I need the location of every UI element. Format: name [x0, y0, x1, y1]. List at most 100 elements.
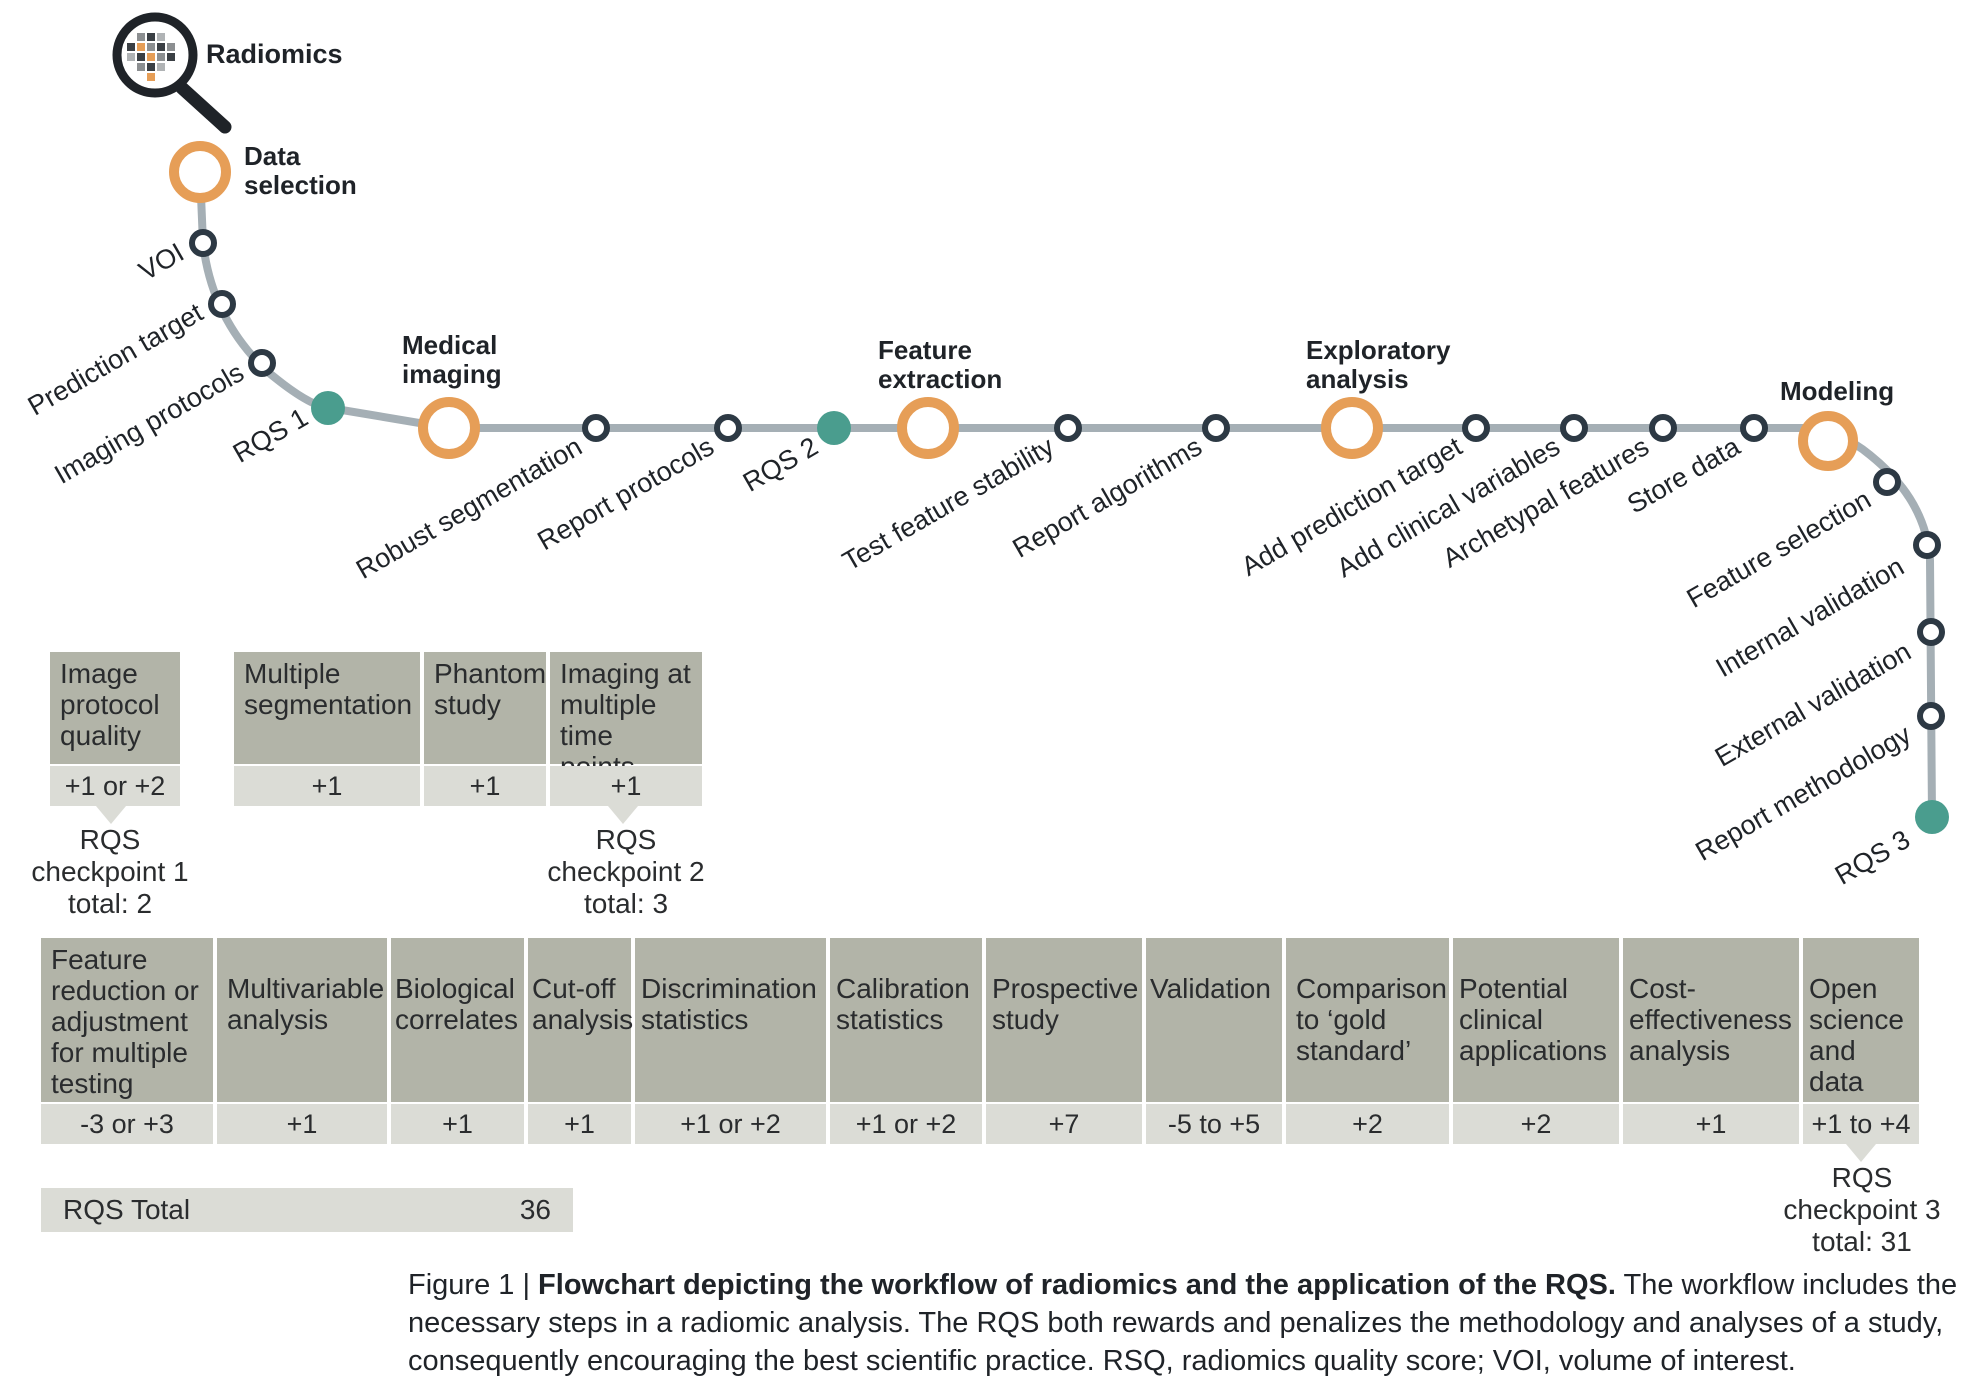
cp2-label-line: checkpoint 2 — [547, 856, 705, 887]
cp3-criterion-line: study — [992, 1004, 1059, 1035]
cp2-total-label: RQS checkpoint 2 total: 3 — [526, 824, 726, 920]
caption-prefix: Figure 1 — [408, 1269, 515, 1301]
report-protocols-dot — [714, 414, 742, 442]
cp3-criterion-line: testing — [51, 1068, 134, 1099]
cp3-criterion-line: analysis — [532, 1004, 634, 1035]
prediction-target-dot — [208, 290, 236, 318]
cp3-criterion-box: Feature reduction or adjustment for mult… — [41, 938, 213, 1102]
cp3-criterion-line: science — [1809, 1004, 1904, 1035]
cp3-criterion-box: Potential clinical applications — [1453, 938, 1619, 1102]
cp3-score-cell: +1 — [217, 1104, 387, 1144]
cp3-label-line: RQS — [1831, 1162, 1893, 1193]
rqs-total-label: RQS Total — [63, 1194, 191, 1225]
cp3-criterion-line: reduction or — [51, 975, 199, 1006]
cp1-criterion-box: Image protocol quality — [50, 652, 180, 764]
cp3-criterion-box: Multivariable analysis — [217, 938, 387, 1102]
radiomics-magnifier-icon — [112, 12, 232, 134]
cp1-criterion-line: quality — [60, 720, 141, 751]
stage-node-medical-imaging — [418, 397, 480, 459]
cp3-criterion-line: clinical — [1459, 1004, 1544, 1035]
cp2-criterion-box: Imaging at multiple time points — [550, 652, 702, 782]
rqs-total-bar: RQS Total 36 — [41, 1188, 573, 1232]
cp3-score-cell: +7 — [986, 1104, 1142, 1144]
cp2-criterion-line: Phantom — [434, 658, 547, 689]
cp3-criterion-box: Cost- effectiveness analysis — [1623, 938, 1799, 1102]
report-methodology-dot — [1917, 702, 1945, 730]
caption-body: The workflow includes the necessary step… — [408, 1269, 1958, 1377]
cp3-criterion-line: correlates — [395, 1004, 518, 1035]
cp3-criterion-box: Calibration statistics — [830, 938, 982, 1102]
cp3-label-line: checkpoint 3 — [1783, 1194, 1941, 1225]
cp3-score-cell: +1 — [528, 1104, 631, 1144]
cp3-score-cell: -3 or +3 — [41, 1104, 213, 1144]
rqs2-dot — [817, 411, 851, 445]
cp3-criterion-line: statistics — [836, 1004, 944, 1035]
cp3-criterion-line: Calibration — [836, 973, 970, 1004]
stage-label-data-selection: Data selection — [244, 141, 357, 200]
cp1-total-label: RQS checkpoint 1 total: 2 — [20, 824, 200, 920]
cp3-score-cell: +1 — [1623, 1104, 1799, 1144]
cp2-score-cell: +1 — [424, 766, 546, 806]
cp2-criterion-line: Imaging at — [560, 658, 691, 689]
add-clinical-variables-dot — [1560, 414, 1588, 442]
stage-label-medical-imaging: Medical imaging — [402, 330, 505, 389]
caption-separator: | — [514, 1269, 539, 1301]
rqs3-dot — [1915, 800, 1949, 834]
stage-label-feature-extraction: Feature extraction — [878, 335, 1002, 394]
stage-node-feature-extraction — [897, 397, 959, 459]
internal-validation-dot — [1913, 531, 1941, 559]
cp3-score-cell: +1 or +2 — [635, 1104, 826, 1144]
step-label-robust-segmentation: Robust segmentation — [351, 431, 587, 585]
cp3-criterion-line: Potential — [1459, 973, 1568, 1004]
step-label-rqs1: RQS 1 — [228, 402, 313, 468]
cp3-criterion-box: Open science and data — [1803, 938, 1919, 1102]
archetypal-features-dot — [1649, 414, 1677, 442]
cp1-pointer — [96, 806, 126, 824]
cp3-criterion-line: Biological — [395, 973, 515, 1004]
imaging-protocols-dot — [248, 349, 276, 377]
test-feature-stability-dot — [1054, 414, 1082, 442]
cp3-criterion-box: Validation — [1146, 938, 1282, 1102]
cp3-criterion-line: effectiveness — [1629, 1004, 1792, 1035]
external-validation-dot — [1917, 618, 1945, 646]
cp3-score-cell: +1 to +4 — [1803, 1104, 1919, 1144]
rqs1-dot — [311, 391, 345, 425]
stage-node-data-selection — [169, 141, 231, 203]
cp3-criterion-line: Open — [1809, 973, 1878, 1004]
stage-node-exploratory-analysis — [1321, 397, 1383, 459]
cp3-criterion-line: for multiple — [51, 1037, 188, 1068]
cp3-label-line: total: 31 — [1812, 1226, 1912, 1257]
robust-segmentation-dot — [582, 414, 610, 442]
cp2-criterion-line: segmentation — [244, 689, 413, 720]
cp3-criterion-box: Discrimination statistics — [635, 938, 826, 1102]
voi-dot — [189, 229, 217, 257]
cp3-criterion-box: Prospective study — [986, 938, 1142, 1102]
step-label-voi: VOI — [134, 237, 189, 286]
stage-label-exploratory-analysis: Exploratory analysis — [1306, 335, 1458, 394]
stage-label-modeling: Modeling — [1780, 376, 1894, 406]
cp3-criterion-line: Discrimination — [641, 973, 817, 1004]
cp3-criterion-line: analysis — [1629, 1035, 1731, 1066]
cp3-criterion-line: applications — [1459, 1035, 1607, 1066]
cp2-criterion-box: Phantom study — [424, 652, 546, 764]
cp3-criterion-line: to ‘gold — [1296, 1004, 1387, 1035]
cp2-label-line: total: 3 — [583, 888, 669, 919]
cp3-criterion-line: analysis — [227, 1004, 329, 1035]
cp1-label-line: total: 2 — [67, 888, 153, 919]
cp3-criterion-line: Multivariable — [227, 973, 385, 1004]
cp3-criterion-line: adjustment — [51, 1006, 188, 1037]
cp3-criterion-line: Validation — [1150, 973, 1271, 1004]
cp3-criterion-line: statistics — [641, 1004, 749, 1035]
stage-node-modeling — [1798, 411, 1858, 471]
cp2-criterion-line: study — [434, 689, 501, 720]
cp3-total-label: RQS checkpoint 3 total: 31 — [1776, 1162, 1948, 1258]
feature-selection-dot — [1873, 468, 1901, 496]
cp1-criterion-line: protocol — [60, 689, 160, 720]
cp3-score-cell: +2 — [1453, 1104, 1619, 1144]
workflow-track — [196, 168, 1936, 821]
cp2-criterion-line: Multiple — [244, 658, 341, 689]
report-algorithms-dot — [1202, 414, 1230, 442]
cp2-criterion-line: multiple — [560, 689, 657, 720]
cp1-criterion-line: Image — [60, 658, 138, 689]
